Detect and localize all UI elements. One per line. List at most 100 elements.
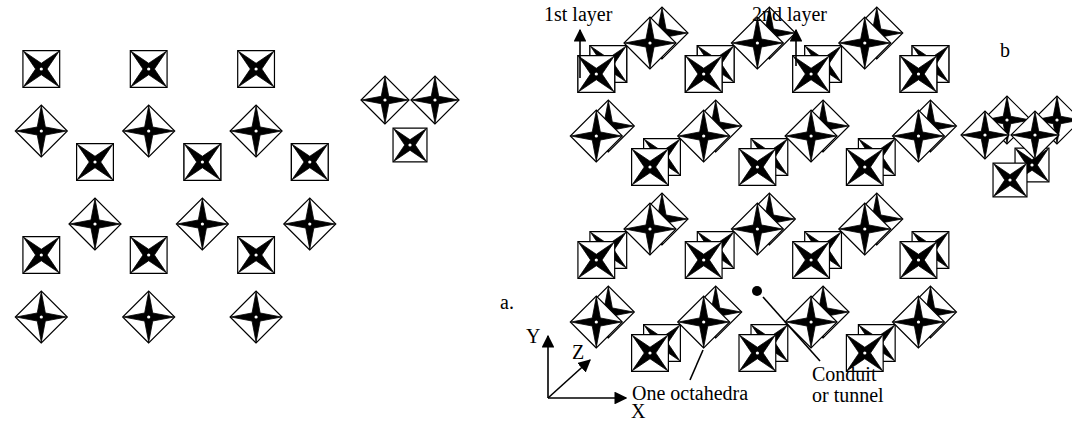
octahedron bbox=[123, 291, 175, 343]
octahedron bbox=[678, 110, 730, 162]
axis-arrow bbox=[548, 360, 590, 398]
octahedron-star bbox=[77, 144, 113, 180]
octahedron-star bbox=[131, 51, 167, 87]
octahedron-outline bbox=[731, 203, 783, 255]
octahedron-outline bbox=[793, 242, 830, 279]
layer-arrow bbox=[795, 30, 797, 66]
octahedron bbox=[900, 56, 937, 93]
octahedron-star bbox=[793, 56, 829, 92]
octahedron-center bbox=[308, 160, 311, 163]
octahedron-center bbox=[40, 315, 43, 318]
octahedron-outline bbox=[23, 51, 60, 88]
octahedron bbox=[685, 242, 722, 279]
octahedron-star bbox=[292, 144, 328, 180]
octahedron-center bbox=[1030, 163, 1033, 166]
octahedron-star bbox=[678, 297, 728, 347]
octahedron-outline bbox=[176, 198, 228, 250]
octahedron-star bbox=[16, 292, 66, 342]
octahedron-center bbox=[917, 72, 920, 75]
octahedron-center bbox=[383, 98, 386, 101]
octahedron-outline bbox=[570, 110, 622, 162]
octahedron-star bbox=[793, 56, 829, 92]
octahedron-outline bbox=[739, 149, 776, 186]
octahedron-star bbox=[847, 149, 883, 185]
octahedron-center bbox=[595, 72, 598, 75]
octahedron bbox=[130, 237, 167, 274]
octahedron-center bbox=[809, 72, 812, 75]
octahedron-star bbox=[123, 292, 173, 342]
axis-label: Z bbox=[572, 342, 584, 363]
octahedron-outline bbox=[578, 56, 615, 93]
octahedron-star bbox=[893, 111, 943, 161]
octahedron bbox=[15, 105, 67, 157]
octahedron-center bbox=[308, 160, 311, 163]
octahedron bbox=[23, 51, 60, 88]
octahedron-center bbox=[809, 134, 812, 137]
callout-label: Conduit or tunnel bbox=[812, 364, 896, 406]
octahedron-center bbox=[595, 258, 598, 261]
octahedron-outline bbox=[892, 110, 944, 162]
leader-line bbox=[690, 350, 703, 380]
octahedron-center bbox=[254, 129, 257, 132]
octahedron-star bbox=[686, 56, 722, 92]
octahedron-outline bbox=[793, 56, 830, 93]
octahedron-star bbox=[840, 18, 890, 68]
octahedron bbox=[892, 296, 944, 348]
octahedron bbox=[411, 76, 459, 124]
octahedron bbox=[785, 110, 837, 162]
octahedron-outline bbox=[393, 128, 427, 162]
octahedron-star bbox=[732, 18, 782, 68]
octahedron-center bbox=[917, 134, 920, 137]
leader-line bbox=[763, 297, 820, 361]
octahedron bbox=[993, 163, 1027, 197]
octahedron-outline bbox=[238, 237, 275, 274]
octahedron-center bbox=[756, 351, 759, 354]
octahedron bbox=[892, 110, 944, 162]
octahedron-center bbox=[93, 222, 96, 225]
octahedron-star bbox=[185, 144, 221, 180]
octahedron-outline bbox=[15, 105, 67, 157]
octahedron-outline bbox=[69, 198, 121, 250]
layer-label: 1st layer bbox=[544, 4, 612, 25]
octahedron-center bbox=[147, 315, 150, 318]
octahedron-star bbox=[686, 56, 722, 92]
octahedron-center bbox=[917, 72, 920, 75]
octahedron-star bbox=[962, 112, 1009, 159]
octahedron-star bbox=[123, 106, 173, 156]
octahedron-center bbox=[702, 258, 705, 261]
axis-arrow bbox=[548, 397, 626, 399]
octahedron-center bbox=[648, 41, 651, 44]
octahedron-center bbox=[408, 143, 411, 146]
octahedron-star bbox=[786, 111, 836, 161]
octahedron-outline bbox=[624, 203, 676, 255]
octahedron bbox=[793, 56, 830, 93]
octahedron-outline bbox=[291, 144, 328, 181]
octahedron bbox=[184, 144, 221, 181]
axis-label: Y bbox=[526, 326, 540, 347]
octahedron-center bbox=[147, 129, 150, 132]
octahedron-center bbox=[863, 227, 866, 230]
octahedron-star bbox=[740, 335, 776, 371]
octahedron-outline bbox=[23, 237, 60, 274]
octahedron-outline bbox=[411, 76, 459, 124]
octahedron bbox=[839, 203, 891, 255]
octahedron-outline bbox=[1011, 111, 1059, 159]
octahedron bbox=[846, 149, 883, 186]
octahedron-star bbox=[131, 237, 167, 273]
octahedron bbox=[1011, 111, 1059, 159]
octahedron-outline bbox=[230, 105, 282, 157]
octahedron-center bbox=[809, 72, 812, 75]
octahedron bbox=[184, 144, 221, 181]
octahedron-star bbox=[578, 242, 614, 278]
octahedron bbox=[570, 110, 622, 162]
octahedron-outline bbox=[230, 291, 282, 343]
octahedron-outline bbox=[739, 335, 776, 372]
octahedron-outline bbox=[839, 17, 891, 69]
octahedron-outline bbox=[900, 56, 937, 93]
octahedron-center bbox=[595, 72, 598, 75]
octahedron-center bbox=[648, 227, 651, 230]
octahedron-outline bbox=[77, 144, 114, 181]
octahedron-outline bbox=[793, 56, 830, 93]
octahedron-star bbox=[23, 237, 59, 273]
callout-label: One octahedra bbox=[632, 383, 748, 404]
